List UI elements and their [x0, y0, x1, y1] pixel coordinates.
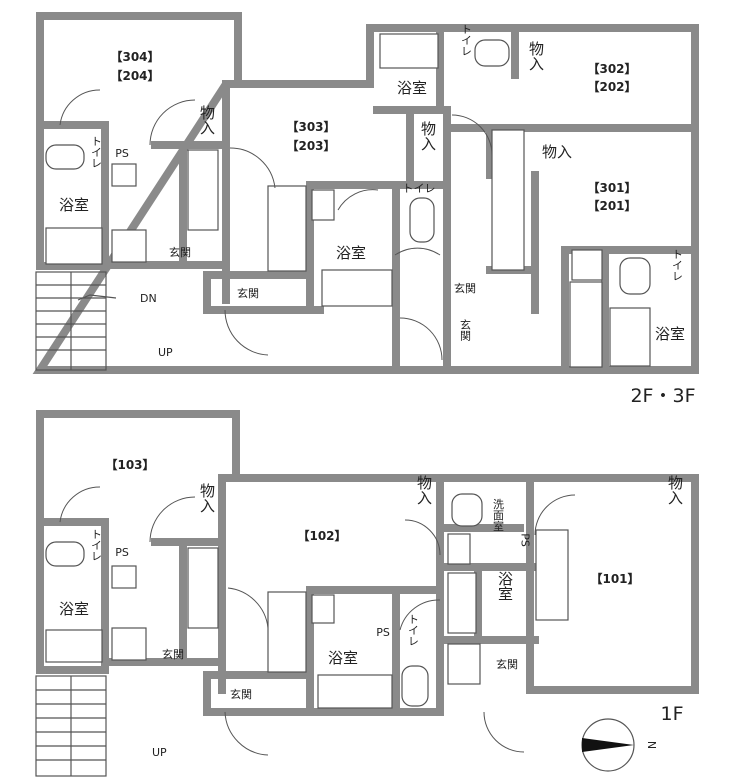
entrance-label: 玄関: [454, 281, 476, 295]
toilet-label: トイレ: [90, 529, 103, 562]
upper-labels: 【304】 【204】 【303】 【203】 【302】 【202】 【301…: [59, 24, 696, 408]
sink: [311, 189, 335, 221]
toilet: [451, 493, 483, 527]
bath-label: 浴室: [496, 571, 514, 601]
kitchen-counter: [187, 149, 219, 231]
kitchen-counter: [267, 185, 307, 272]
stair-up-label: UP: [152, 746, 167, 759]
washer: [111, 627, 147, 661]
closet-label: 物入: [198, 105, 216, 135]
upper-interior-walls: [36, 24, 699, 374]
compass-north-label: N: [645, 741, 658, 749]
upper-stair: [35, 271, 117, 371]
unit-101-label: 【101】: [590, 571, 639, 586]
bathtub: [609, 307, 651, 367]
upper-doors: [59, 89, 493, 361]
unit-103-label: 【103】: [105, 457, 154, 472]
lower-interior-walls: [36, 474, 539, 716]
bath-label: 浴室: [59, 196, 89, 214]
toilet: [401, 665, 429, 707]
entrance-label: 玄関: [230, 687, 252, 701]
kitchen-counter: [569, 281, 603, 368]
unit-202-label: 【202】: [587, 79, 636, 94]
toilet: [45, 541, 85, 567]
bathtub: [45, 629, 103, 663]
toilet: [409, 197, 435, 243]
kitchen-counter: [491, 129, 525, 271]
bathtub: [317, 674, 393, 709]
bathtub: [447, 572, 477, 634]
lower-fixtures: [45, 493, 569, 709]
washer: [571, 249, 603, 281]
ps-label: PS: [115, 147, 129, 160]
unit-204-label: 【204】: [110, 68, 159, 83]
unit-304-label: 【304】: [110, 49, 159, 64]
kitchen-counter: [187, 547, 219, 629]
bathtub: [321, 269, 393, 307]
closet-label: 物入: [198, 483, 216, 513]
ps-label: PS: [376, 626, 390, 639]
lower-stair: [35, 675, 107, 777]
unit-102-label: 【102】: [297, 528, 346, 543]
compass: N: [581, 718, 658, 772]
unit-302-label: 【302】: [587, 61, 636, 76]
stair-dn-label: DN: [140, 292, 157, 305]
washroom-label: 洗面室: [492, 498, 505, 531]
toilet-label: トイレ: [90, 136, 103, 169]
unit-203-label: 【203】: [286, 138, 335, 153]
toilet-label: トイレ: [671, 249, 684, 282]
upper-floor: 【304】 【204】 【303】 【203】 【302】 【202】 【301…: [32, 12, 699, 408]
entrance-label: 玄関: [496, 657, 518, 671]
toilet: [619, 257, 651, 295]
toilet-label: トイレ: [403, 182, 436, 195]
upper-floor-label: 2F・3F: [630, 385, 695, 407]
washer: [111, 229, 147, 263]
entrance-label: 玄関: [237, 286, 259, 300]
closet-label: 物入: [527, 41, 545, 71]
lower-outer-walls: [36, 410, 699, 716]
toilet-label: トイレ: [460, 24, 473, 57]
bath-label: 浴室: [336, 244, 366, 262]
lower-floor: 【103】 【102】 【101】 浴室 浴室 浴室 物入 物入 物入 玄関 玄…: [35, 410, 699, 777]
lower-labels: 【103】 【102】 【101】 浴室 浴室 浴室 物入 物入 物入 玄関 玄…: [59, 457, 684, 759]
unit-303-label: 【303】: [286, 119, 335, 134]
bath-label: 浴室: [328, 649, 358, 667]
unit-301-label: 【301】: [587, 180, 636, 195]
closet-label: 物入: [415, 475, 433, 505]
unit-201-label: 【201】: [587, 198, 636, 213]
entrance-label: 玄関: [459, 318, 472, 341]
entrance-label: 玄関: [169, 245, 191, 259]
sink: [111, 163, 137, 187]
ps-label: PS: [115, 546, 129, 559]
lower-floor-label: 1F: [660, 703, 683, 725]
toilet: [474, 39, 510, 67]
washer: [447, 643, 481, 685]
bathtub: [45, 227, 103, 265]
closet-label: 物入: [666, 475, 684, 505]
toilet: [45, 144, 85, 170]
closet-label: 物入: [542, 143, 572, 161]
bathtub: [379, 33, 439, 69]
bath-label: 浴室: [655, 325, 685, 343]
bath-label: 浴室: [59, 600, 89, 618]
closet-label: 物入: [419, 121, 437, 151]
bath-label: 浴室: [397, 79, 427, 97]
compass-needle: [582, 738, 634, 752]
upper-fixtures: [45, 33, 651, 368]
sink: [111, 565, 137, 589]
kitchen-counter: [267, 591, 307, 673]
toilet-label: トイレ: [407, 614, 420, 647]
lower-doors: [59, 486, 576, 756]
kitchen-counter: [535, 529, 569, 621]
sink: [311, 594, 335, 624]
ps-label: PS: [519, 533, 532, 547]
entrance-label: 玄関: [162, 647, 184, 661]
stair-up-label: UP: [158, 346, 173, 359]
sink: [447, 533, 471, 565]
